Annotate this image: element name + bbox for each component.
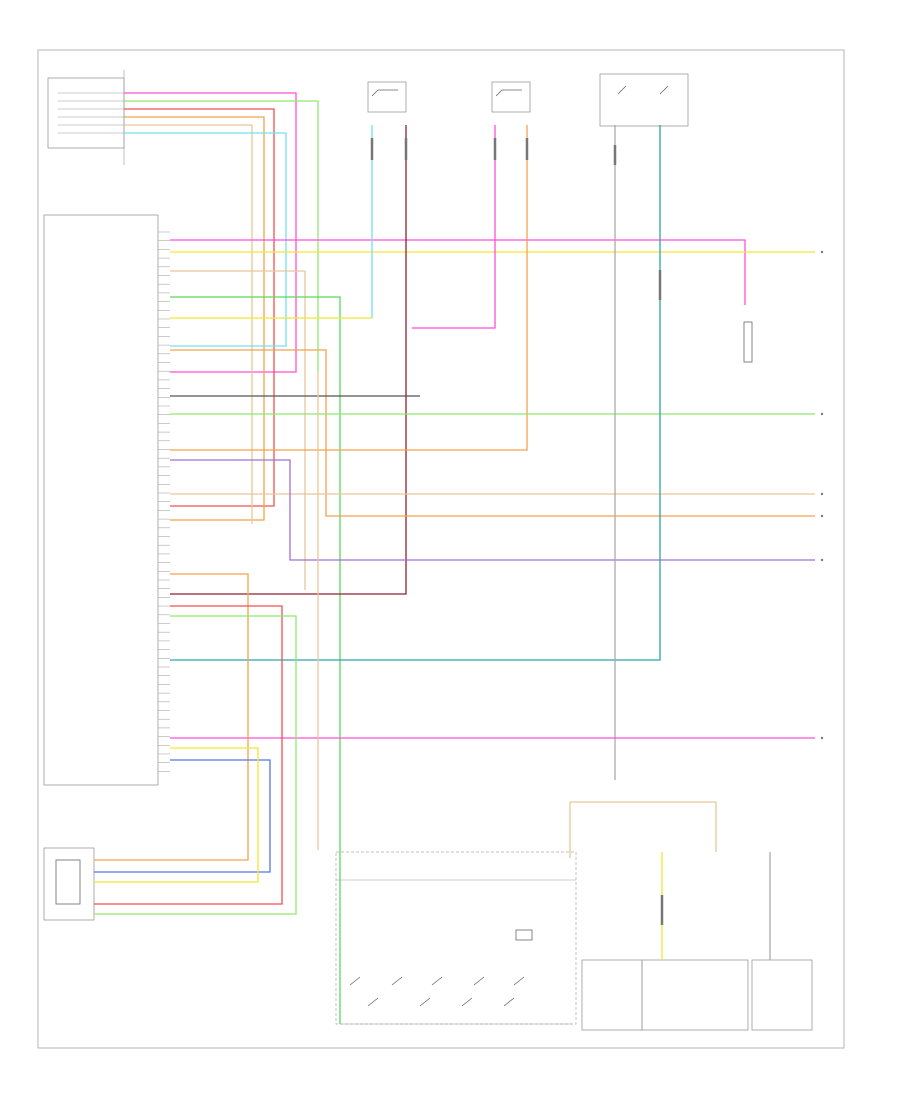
- wire-dark-red: [170, 125, 407, 595]
- wire-top-lt-green: [124, 100, 319, 372]
- upper-right-component: [599, 73, 689, 127]
- wire-orange-up: [170, 125, 528, 451]
- pcm-pins: [158, 231, 170, 772]
- lower-center-module: [335, 851, 577, 1025]
- wire-lt-green-low: [94, 615, 297, 915]
- diagram-border: [37, 49, 845, 1049]
- wire-top-tan: [124, 124, 253, 524]
- wire-red-low: [94, 605, 283, 905]
- wire-top-red: [124, 108, 275, 507]
- wire-tan-lower-bus: [569, 801, 717, 858]
- lower-center-switches: [340, 976, 572, 1025]
- wire-top-pink: [124, 92, 297, 373]
- top-left-pins: [58, 92, 124, 134]
- right-terminals: [820, 250, 824, 740]
- top-left-module: [47, 70, 125, 165]
- wire-orange-low: [94, 573, 249, 861]
- wires: [94, 92, 815, 1024]
- wire-teal-main: [170, 125, 661, 661]
- wire-tan-1: [170, 270, 306, 590]
- wire-pink-main: [170, 239, 746, 305]
- lower-right-module-3: [751, 959, 813, 1031]
- wire-green-1: [170, 296, 341, 1024]
- wire-lt-orange: [170, 349, 815, 517]
- wire-yellow-low: [94, 747, 259, 883]
- upper-center-component-2: [491, 81, 531, 113]
- pcm-module: [43, 214, 159, 786]
- connector-bars: [370, 138, 664, 925]
- right-sensor: [743, 321, 753, 363]
- lower-right-module-2: [641, 959, 749, 1031]
- wire-blue-low: [94, 759, 271, 873]
- upper-center-component-1: [367, 81, 407, 113]
- wire-pink-up: [412, 125, 496, 329]
- wire-violet-main: [170, 459, 815, 561]
- bottom-left-module: [43, 847, 95, 921]
